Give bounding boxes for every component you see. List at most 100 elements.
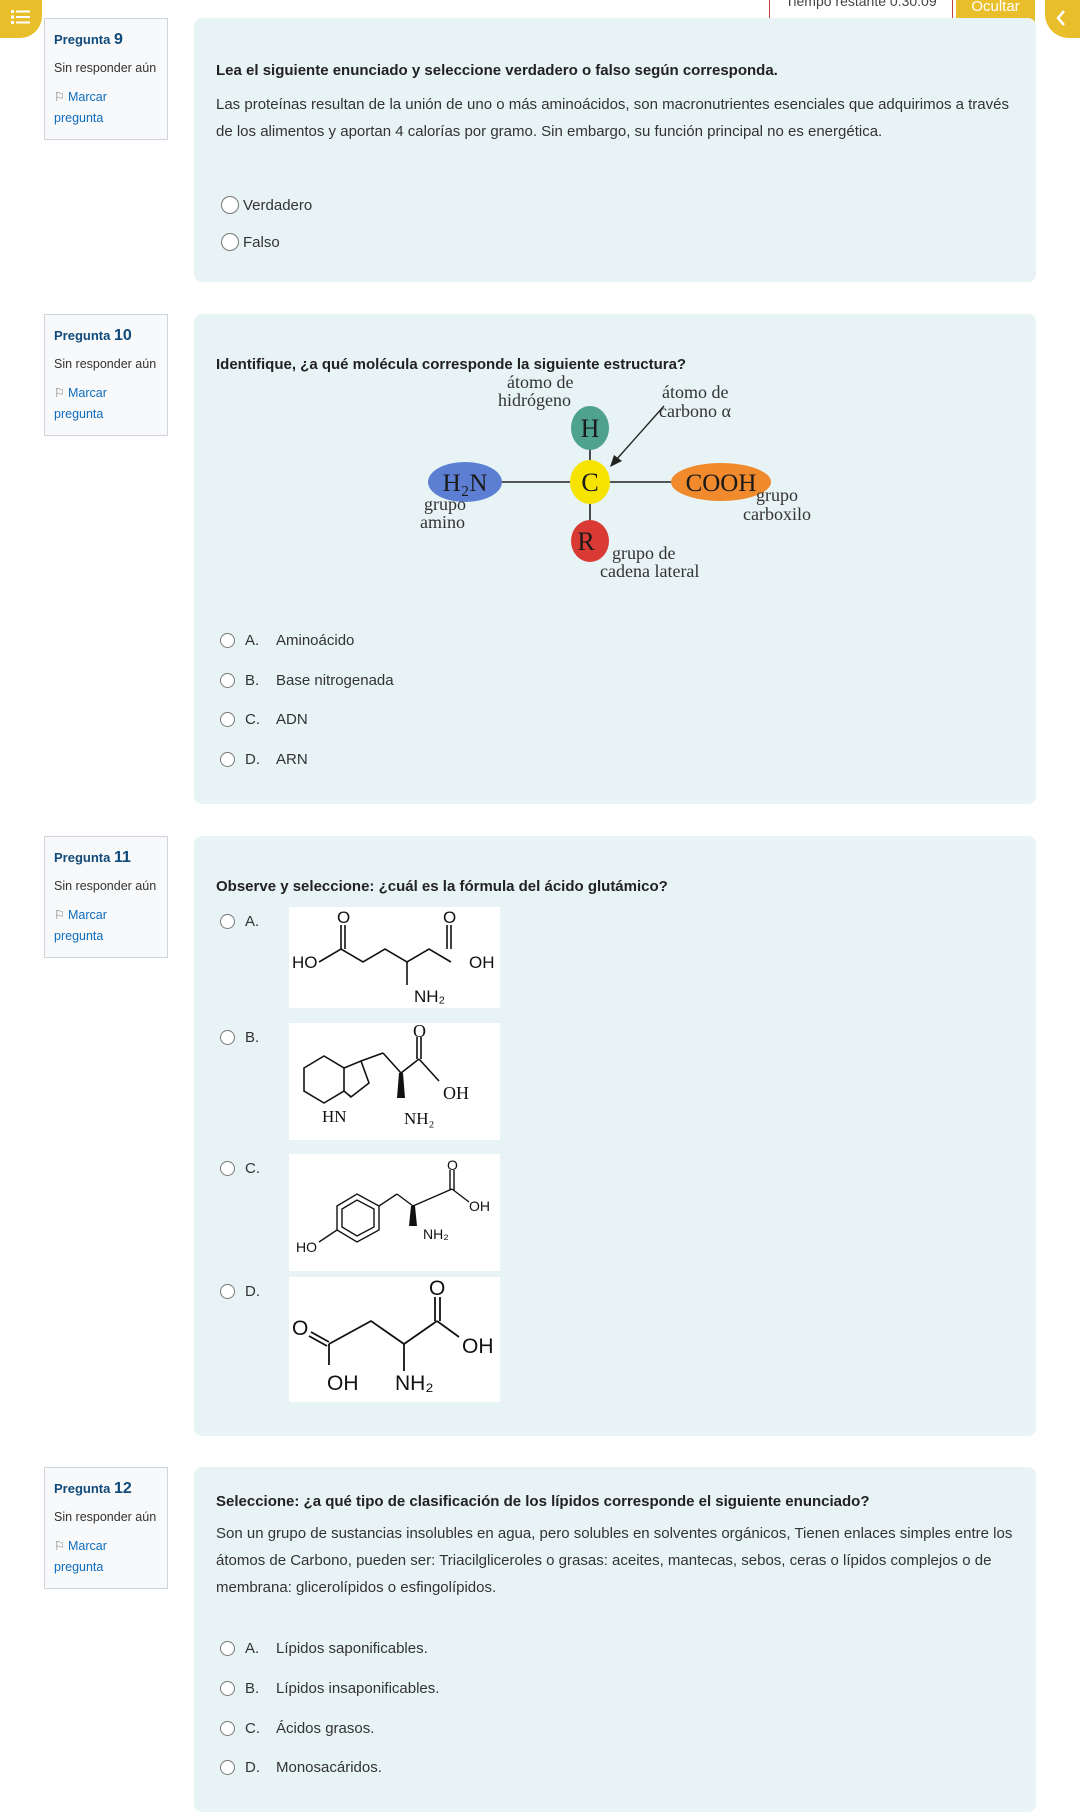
- flag-label: Marcar pregunta: [54, 90, 107, 125]
- radio-button[interactable]: [220, 1760, 235, 1775]
- flag-question-link[interactable]: ⚐Marcar pregunta: [54, 87, 158, 129]
- question-9-content: Lea el siguiente enunciado y seleccione …: [194, 18, 1036, 282]
- option-a[interactable]: A.: [220, 913, 259, 930]
- question-number: Pregunta 12: [54, 1480, 158, 1498]
- carboxyl-caption-1: grupo: [756, 485, 798, 505]
- question-state: Sin responder aún: [54, 61, 157, 75]
- question-number-value: 12: [113, 1480, 132, 1497]
- hn-label: HN: [322, 1107, 347, 1126]
- option-d[interactable]: D.ARN: [220, 751, 308, 768]
- option-label: Verdadero: [243, 196, 313, 214]
- option-c[interactable]: C.ADN: [220, 711, 308, 728]
- question-label: Pregunta: [54, 850, 111, 865]
- question-12-content: Seleccione: ¿a qué tipo de clasificación…: [194, 1467, 1036, 1812]
- question-10-content: Identifique, ¿a qué molécula corresponde…: [194, 314, 1036, 804]
- c-caption-2: carbono α: [659, 401, 731, 421]
- nh2-label: NH₂: [414, 987, 445, 1006]
- option-letter: D.: [245, 751, 260, 768]
- o-label: O: [429, 1277, 445, 1300]
- amino-acid-structure-diagram: H C R H₂N COOH átomo de hidrógeno átomo …: [420, 372, 811, 581]
- option-letter: C.: [245, 1160, 260, 1177]
- carboxyl-group-label: COOH: [686, 470, 757, 497]
- o-label: O: [447, 1157, 458, 1173]
- oh-label: OH: [469, 953, 495, 972]
- h-caption-2: hidrógeno: [498, 390, 571, 410]
- radio-button[interactable]: [220, 712, 235, 727]
- molecule-image-c[interactable]: O OH HO NH₂: [289, 1154, 500, 1271]
- question-label: Pregunta: [54, 32, 111, 47]
- radio-button[interactable]: [220, 1161, 235, 1176]
- option-letter: B.: [245, 1029, 260, 1046]
- question-prompt: Identifique, ¿a qué molécula corresponde…: [216, 356, 687, 373]
- option-label: Lípidos saponificables.: [276, 1640, 428, 1657]
- flag-label: Marcar pregunta: [54, 908, 107, 943]
- molecule-image-d[interactable]: O O OH OH NH₂: [289, 1277, 500, 1402]
- question-text: Son un grupo de sustancias insolubles en…: [216, 1525, 1013, 1596]
- radio-button[interactable]: [220, 673, 235, 688]
- flag-label: Marcar pregunta: [54, 1539, 107, 1574]
- oh-label: OH: [469, 1198, 490, 1214]
- flag-question-link[interactable]: ⚐Marcar pregunta: [54, 1536, 158, 1578]
- option-false[interactable]: Falso: [221, 233, 280, 251]
- option-b[interactable]: B.: [220, 1029, 259, 1046]
- option-d[interactable]: D.Monosacáridos.: [220, 1759, 382, 1776]
- o-label: O: [292, 1317, 308, 1340]
- question-12-info: Pregunta 12 Sin responder aún ⚐Marcar pr…: [44, 1467, 168, 1589]
- question-9-info: Pregunta 9 Sin responder aún ⚐Marcar pre…: [44, 18, 168, 140]
- oh-label: OH: [462, 1335, 494, 1358]
- chevron-left-icon: [1056, 10, 1065, 26]
- option-label: Ácidos grasos.: [276, 1720, 375, 1737]
- flag-icon: ⚐: [54, 386, 66, 400]
- nh2-label: NH₂: [404, 1109, 434, 1128]
- flag-question-link[interactable]: ⚐Marcar pregunta: [54, 905, 158, 947]
- question-prompt: Seleccione: ¿a qué tipo de clasificación…: [216, 1493, 870, 1510]
- option-letter: D.: [245, 1283, 260, 1300]
- option-c[interactable]: C. Ácidos grasos.: [220, 1720, 374, 1737]
- option-letter: A.: [245, 632, 260, 649]
- list-icon: [11, 10, 30, 24]
- question-state: Sin responder aún: [54, 357, 157, 371]
- option-a[interactable]: A. Lípidos saponificables.: [220, 1640, 428, 1657]
- option-letter: C.: [245, 711, 260, 728]
- r-caption-1: grupo de: [612, 543, 675, 563]
- carboxyl-caption-2: carboxilo: [743, 504, 811, 524]
- question-11-info: Pregunta 11 Sin responder aún ⚐Marcar pr…: [44, 836, 168, 958]
- option-b[interactable]: B.Base nitrogenada: [220, 672, 394, 689]
- radio-button[interactable]: [220, 1681, 235, 1696]
- h-caption-1: átomo de: [507, 372, 573, 392]
- oh-label: OH: [327, 1372, 359, 1395]
- radio-button[interactable]: [221, 233, 239, 251]
- radio-button[interactable]: [220, 1284, 235, 1299]
- option-d[interactable]: D.: [220, 1283, 260, 1300]
- ho-label: HO: [292, 953, 318, 972]
- option-label: Falso: [243, 233, 280, 251]
- option-a[interactable]: A.Aminoácido: [220, 632, 354, 649]
- h-atom-label: H: [581, 414, 600, 443]
- radio-button[interactable]: [221, 196, 239, 214]
- ho-label: HO: [296, 1239, 317, 1255]
- option-c[interactable]: C.: [220, 1160, 260, 1177]
- option-letter: A.: [245, 1640, 260, 1657]
- option-letter: B.: [245, 672, 260, 689]
- flag-question-link[interactable]: ⚐Marcar pregunta: [54, 383, 158, 425]
- course-index-toggle-button[interactable]: [0, 0, 42, 38]
- open-drawer-button[interactable]: [1045, 0, 1080, 38]
- o-label: O: [443, 908, 456, 927]
- option-b[interactable]: B.Lípidos insaponificables.: [220, 1680, 439, 1697]
- molecule-image-a[interactable]: O O HO OH NH₂: [289, 907, 500, 1008]
- option-label: Lípidos insaponificables.: [276, 1680, 440, 1697]
- radio-button[interactable]: [220, 633, 235, 648]
- option-true[interactable]: Verdadero: [221, 196, 312, 214]
- molecule-image-b[interactable]: O OH HN NH₂: [289, 1023, 500, 1140]
- option-label: Monosacáridos.: [276, 1759, 382, 1776]
- option-letter: C.: [245, 1720, 260, 1737]
- radio-button[interactable]: [220, 1721, 235, 1736]
- amino-caption-1: grupo: [424, 494, 466, 514]
- question-state: Sin responder aún: [54, 879, 157, 893]
- radio-button[interactable]: [220, 752, 235, 767]
- option-letter: A.: [245, 913, 260, 930]
- nh2-label: NH₂: [395, 1372, 433, 1395]
- radio-button[interactable]: [220, 1641, 235, 1656]
- radio-button[interactable]: [220, 914, 235, 929]
- radio-button[interactable]: [220, 1030, 235, 1045]
